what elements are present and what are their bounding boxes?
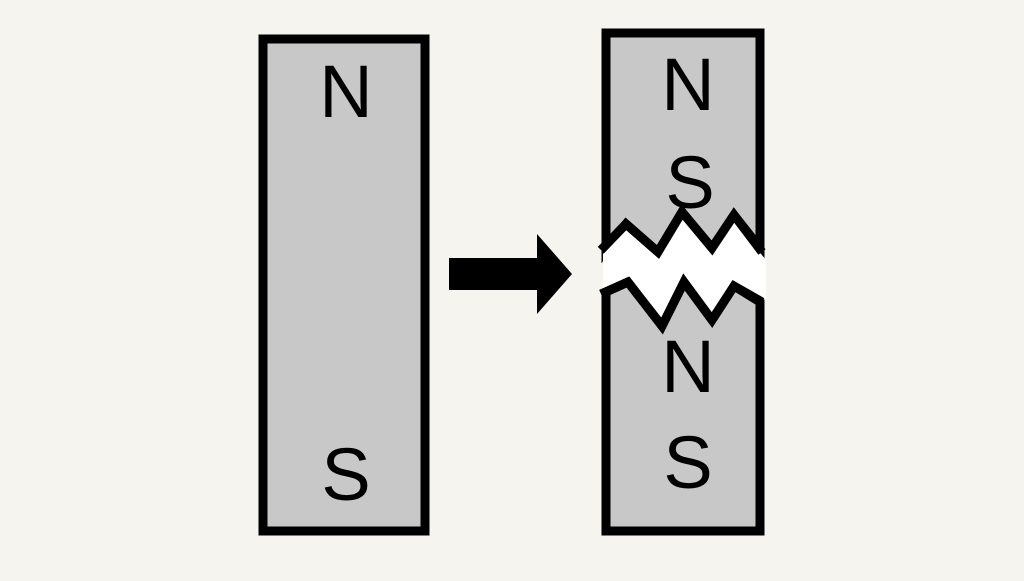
- upper-piece-south-label: S: [665, 141, 714, 224]
- broken-magnet: N S N S: [597, 28, 766, 536]
- lower-piece-south-label: S: [663, 421, 712, 504]
- upper-piece-north-label: N: [661, 43, 714, 126]
- right-arrow-icon: [449, 234, 572, 314]
- lower-break-edge: [599, 273, 765, 335]
- upper-break-edge: [597, 204, 766, 259]
- whole-magnet-north-label: N: [319, 50, 372, 133]
- arrow-shape: [449, 234, 572, 314]
- whole-magnet-south-label: S: [321, 433, 370, 516]
- whole-magnet-body: [258, 34, 430, 536]
- lower-piece-north-label: N: [661, 325, 714, 408]
- whole-magnet: N S: [258, 34, 430, 536]
